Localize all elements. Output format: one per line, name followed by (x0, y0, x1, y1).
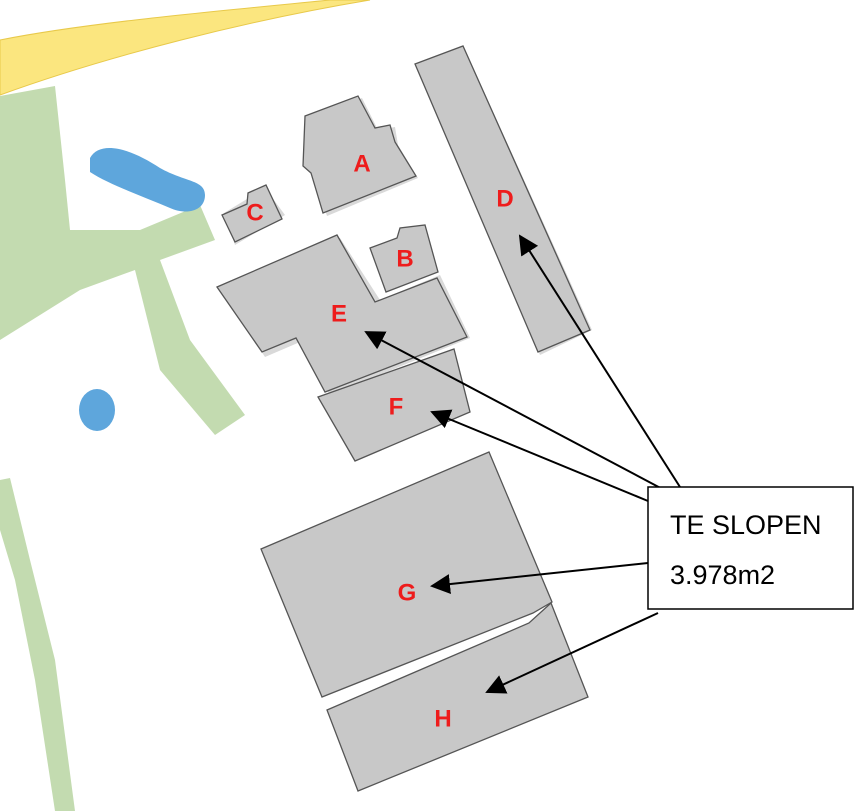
building-label-b: B (396, 245, 413, 272)
callout-box (647, 486, 854, 610)
building-label-a: A (353, 150, 370, 177)
water (79, 147, 205, 431)
arrow-to-f (430, 409, 649, 502)
arrow-to-h (485, 612, 659, 694)
building-label-d: D (496, 185, 513, 212)
green-area (0, 86, 245, 811)
buildings-layer: A B C D E F G H (216, 45, 592, 792)
building-a (302, 95, 417, 214)
building-f (317, 348, 471, 462)
arrow-to-d (518, 234, 681, 488)
building-g (260, 451, 553, 698)
building-b (369, 224, 439, 293)
callout-title: TE SLOPEN (670, 510, 822, 540)
building-label-c: C (246, 199, 263, 226)
arrow-to-e (364, 331, 669, 493)
building-h (326, 601, 589, 792)
building-label-f: F (389, 393, 404, 420)
callout-arrows (364, 234, 681, 694)
arrow-to-g (430, 562, 649, 595)
callout-area: 3.978m2 (670, 560, 775, 590)
building-label-g: G (398, 579, 417, 606)
building-c (221, 184, 283, 243)
building-label-e: E (331, 300, 347, 327)
demolition-callout: TE SLOPEN 3.978m2 (647, 486, 854, 610)
road (0, 0, 371, 96)
building-label-h: H (434, 705, 451, 732)
